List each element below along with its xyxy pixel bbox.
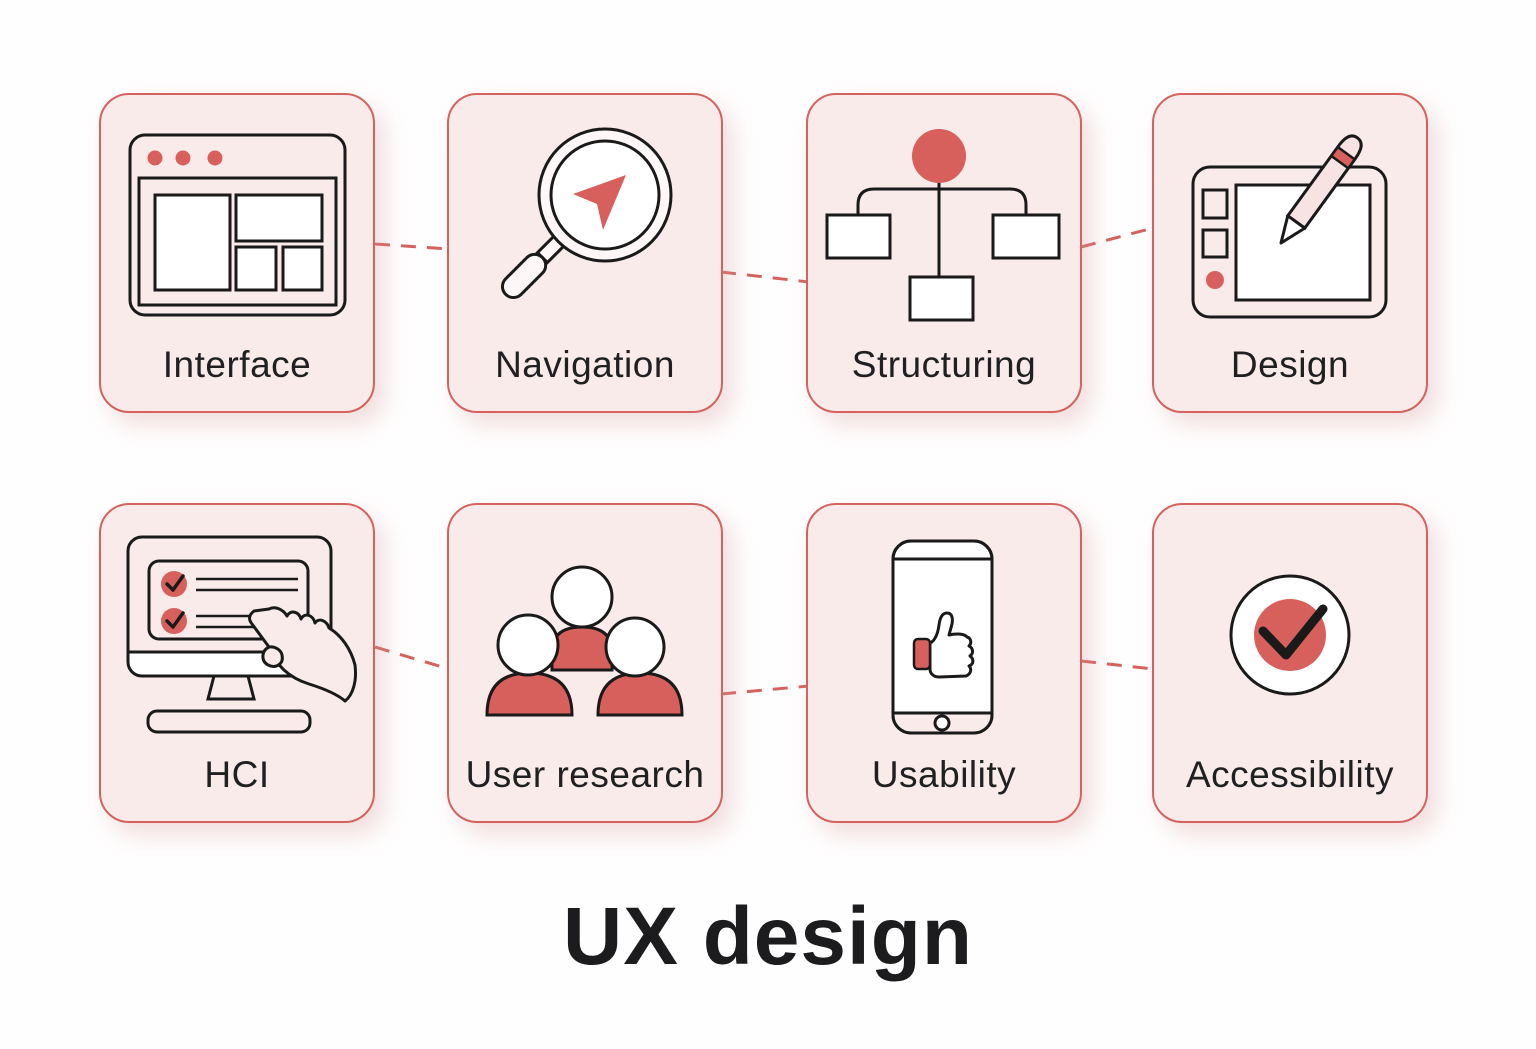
connector-hci-user-research (374, 645, 450, 671)
card-user-research: User research (447, 503, 723, 823)
graphics-tablet-pencil-icon (1154, 95, 1426, 346)
connector-interface-navigation (374, 242, 450, 251)
card-label-navigation: Navigation (495, 344, 675, 385)
page-title: UX design (563, 891, 973, 982)
card-label-interface: Interface (162, 344, 312, 385)
magnifier-cursor-icon (449, 95, 721, 346)
card-navigation: Navigation (447, 93, 723, 413)
card-label-hci: HCI (204, 754, 270, 795)
card-label-structuring: Structuring (851, 344, 1037, 385)
card-structuring: Structuring (806, 93, 1082, 413)
people-group-icon (449, 505, 721, 756)
browser-window-icon (101, 95, 373, 346)
card-label-accessibility: Accessibility (1186, 754, 1394, 795)
check-circle-icon (1154, 505, 1426, 756)
connector-structuring-design (1080, 226, 1154, 249)
card-accessibility: Accessibility (1152, 503, 1428, 823)
card-usability: Usability (806, 503, 1082, 823)
sitemap-icon (808, 95, 1080, 346)
connector-navigation-structuring (720, 270, 810, 284)
card-label-usability: Usability (871, 754, 1017, 795)
card-interface: Interface (99, 93, 375, 413)
card-label-user-research: User research (465, 754, 705, 795)
card-design: Design (1152, 93, 1428, 413)
connector-user-research-usability (720, 684, 810, 696)
card-label-design: Design (1230, 344, 1350, 385)
monitor-checklist-hand-icon (101, 505, 373, 756)
card-hci: HCI (99, 503, 375, 823)
phone-thumbs-up-icon (808, 505, 1080, 756)
connector-usability-accessibility (1080, 659, 1154, 671)
